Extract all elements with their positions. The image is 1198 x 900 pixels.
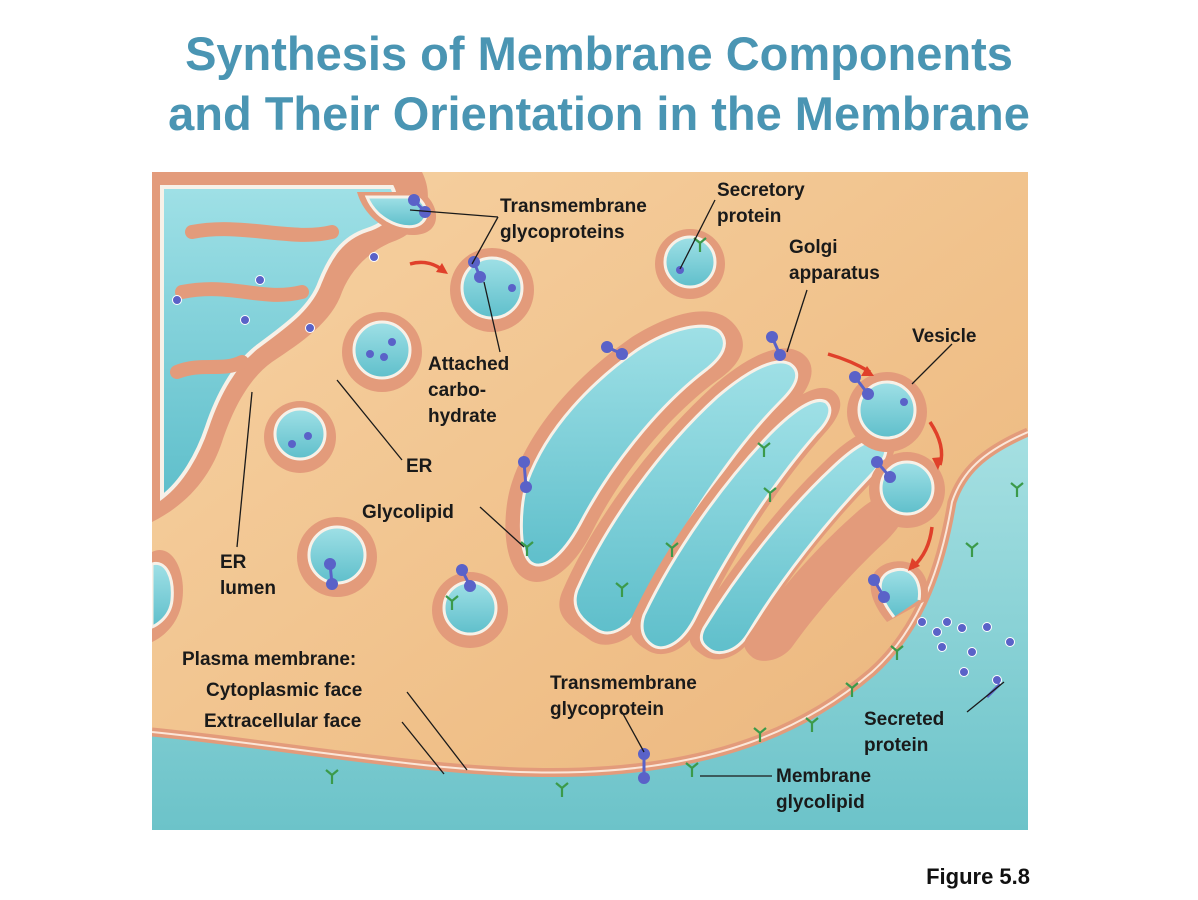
label-extracellular-face: Extracellular face bbox=[204, 711, 361, 732]
label-er: ER bbox=[406, 456, 433, 477]
label-attached-carbohydrate: Attached carbo- hydrate bbox=[428, 354, 515, 427]
fusing-vesicle bbox=[870, 561, 928, 622]
cytoplasm-vesicle bbox=[297, 517, 377, 597]
label-er-lumen: ER lumen bbox=[220, 552, 276, 599]
er-vesicle-2 bbox=[264, 401, 336, 473]
label-cytoplasmic-face: Cytoplasmic face bbox=[206, 680, 362, 701]
extracellular-space bbox=[152, 432, 1028, 830]
figure-caption: Figure 5.8 bbox=[926, 864, 1030, 889]
page-title-line-1: Synthesis of Membrane Components bbox=[185, 27, 1013, 80]
leader-lines bbox=[236, 199, 1005, 777]
glycolipid-markers bbox=[325, 237, 1024, 797]
page-title-line-2: and Their Orientation in the Membrane bbox=[168, 87, 1030, 140]
secretory-vesicle bbox=[655, 229, 725, 299]
golgi-apparatus bbox=[505, 311, 905, 661]
label-golgi-apparatus: Golgi apparatus bbox=[789, 237, 880, 284]
flow-arrows bbox=[409, 260, 944, 571]
membrane-synthesis-diagram: Transmembrane glycoproteins Secretory pr… bbox=[152, 172, 1028, 830]
golgi-vesicle-bottom bbox=[432, 572, 508, 648]
plasma-membrane-inner-line bbox=[152, 431, 1028, 774]
er-vesicle-1 bbox=[342, 312, 422, 392]
label-glycolipid: Glycolipid bbox=[362, 502, 454, 523]
er-lumen-proteins bbox=[172, 252, 379, 333]
label-secreted-protein: Secreted protein bbox=[864, 709, 950, 756]
label-transmembrane-glycoproteins: Transmembrane glycoproteins bbox=[500, 196, 652, 243]
label-plasma-membrane: Plasma membrane: bbox=[182, 649, 356, 670]
diagram-labels: Transmembrane glycoproteins Secretory pr… bbox=[182, 180, 976, 813]
label-secretory-protein: Secretory protein bbox=[717, 180, 810, 227]
label-vesicle: Vesicle bbox=[912, 326, 976, 347]
endoplasmic-reticulum bbox=[152, 172, 437, 642]
label-transmembrane-glycoprotein: Transmembrane glycoprotein bbox=[550, 673, 702, 720]
label-membrane-glycolipid: Membrane glycolipid bbox=[776, 766, 876, 813]
secreted-proteins bbox=[917, 617, 1015, 685]
